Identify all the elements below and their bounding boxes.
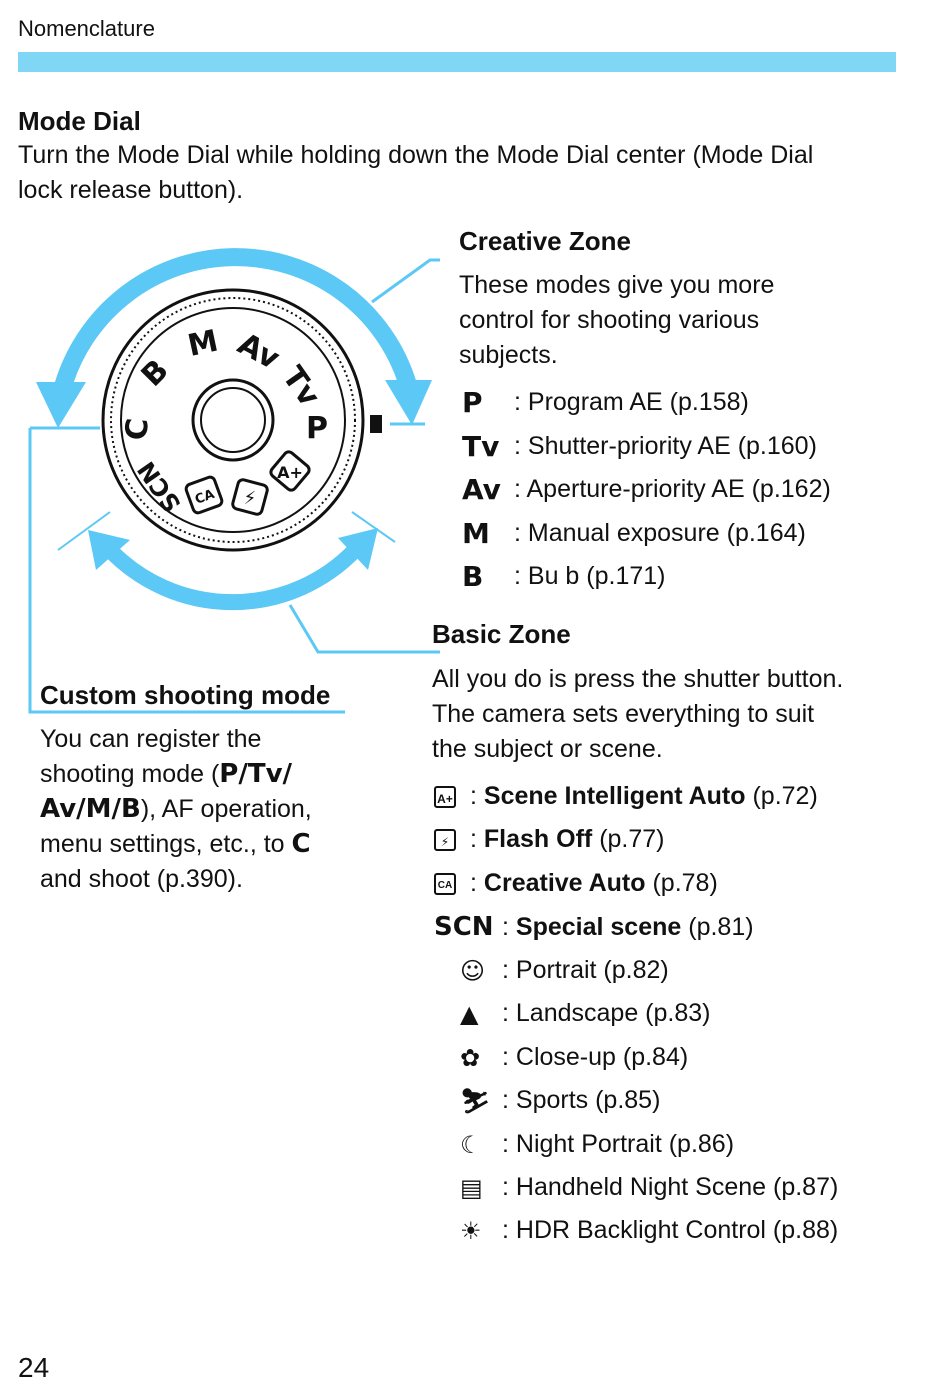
dial-basic-icons: CA ⚡ A+	[184, 450, 311, 516]
night-portrait-icon: ☾	[460, 1130, 482, 1159]
scn-icon: SCN	[434, 912, 494, 942]
creative-zone-arc	[53, 248, 417, 393]
custom-c-icon: C	[291, 829, 311, 859]
mode-tv-icon: Tv	[462, 430, 500, 463]
portrait-icon: ☺	[460, 956, 486, 985]
dial-flash-off-icon: ⚡	[244, 488, 257, 509]
basic-item-creative-auto: CA : Creative Auto (p.78)	[434, 869, 718, 898]
mode-m-icon: M	[462, 517, 490, 550]
dial-label-m: M	[185, 323, 221, 363]
basic-arrow-left	[88, 530, 130, 570]
basic-item-flash-off: ⚡ : Flash Off (p.77)	[434, 825, 665, 854]
intro-line-1: Turn the Mode Dial while holding down th…	[18, 141, 814, 169]
scene-landscape: ▲: Landscape (p.83)	[460, 999, 711, 1028]
dial-scene-auto-icon: A+	[277, 463, 303, 482]
creative-item-p: P : Program AE (p.158)	[462, 386, 749, 419]
scene-sports: ⛷: Sports (p.85)	[460, 1086, 661, 1115]
creative-arrow-left	[36, 382, 86, 428]
mode-av-icon: Av	[462, 473, 501, 506]
handheld-night-icon: ▤	[460, 1173, 483, 1202]
mode-b-icon: B	[462, 560, 484, 593]
dial-index-mark	[370, 415, 382, 433]
mode-p-icon: P	[462, 386, 483, 419]
custom-line-5: and shoot (p.390).	[40, 865, 243, 893]
basic-item-scene-auto: A+ : Scene Intelligent Auto (p.72)	[434, 782, 818, 811]
basic-desc-1: All you do is press the shutter button.	[432, 665, 844, 693]
scene-closeup: ✿: Close-up (p.84)	[460, 1043, 689, 1072]
section-header: Nomenclature	[18, 16, 155, 41]
creative-desc-1: These modes give you more	[459, 271, 775, 299]
page-number: 24	[18, 1352, 50, 1383]
creative-desc-2: control for shooting various	[459, 306, 760, 334]
creative-item-tv: Tv : Shutter-priority AE (p.160)	[462, 430, 817, 463]
scene-portrait: ☺: Portrait (p.82)	[460, 956, 669, 985]
creative-auto-icon: CA	[434, 872, 456, 895]
creative-item-b: B : Bu b (p.171)	[462, 560, 666, 593]
scene-hdr-backlight: ☀: HDR Backlight Control (p.88)	[460, 1216, 839, 1245]
basic-desc-3: the subject or scene.	[432, 735, 663, 763]
creative-item-m: M : Manual exposure (p.164)	[462, 517, 806, 550]
closeup-icon: ✿	[460, 1043, 481, 1072]
landscape-icon: ▲	[460, 999, 479, 1028]
mode-dial-diagram: M Av Tv P B C SCN CA ⚡ A+	[28, 248, 440, 714]
custom-mode-title: Custom shooting mode	[40, 680, 331, 710]
basic-leader	[288, 604, 440, 654]
creative-desc-3: subjects.	[459, 341, 558, 369]
custom-line-2: shooting mode (P/Tv/	[40, 757, 292, 792]
dial-label-c: C	[119, 417, 156, 442]
basic-arrow-right	[338, 528, 378, 570]
dial-label-p: P	[306, 411, 328, 446]
creative-item-av: Av : Aperture-priority AE (p.162)	[462, 473, 831, 506]
mode-dial-title: Mode Dial	[18, 106, 141, 136]
sports-icon: ⛷	[460, 1086, 491, 1115]
custom-line-4: menu settings, etc., to C	[40, 827, 311, 862]
custom-modes-icons-1: P/Tv/	[219, 759, 293, 789]
basic-zone-arc	[104, 544, 361, 611]
scene-night-portrait: ☾: Night Portrait (p.86)	[460, 1130, 735, 1159]
basic-item-special-scene: SCN : Special scene (p.81)	[434, 912, 754, 942]
custom-modes-icons-2: Av/M/B	[40, 794, 141, 824]
flash-off-icon: ⚡	[434, 828, 456, 851]
dial-lock-button	[191, 378, 275, 462]
creative-zone-title: Creative Zone	[459, 226, 631, 256]
header-band	[18, 52, 896, 72]
creative-arrow-right	[385, 380, 432, 425]
hdr-backlight-icon: ☀	[460, 1216, 482, 1245]
custom-leader	[28, 428, 345, 714]
dial-label-ca: CA	[193, 487, 217, 508]
scene-intelligent-auto-icon: A+	[434, 785, 456, 808]
creative-leader	[371, 258, 440, 304]
basic-zone-title: Basic Zone	[432, 619, 571, 649]
custom-line-1: You can register the	[40, 725, 262, 753]
scene-handheld-night: ▤: Handheld Night Scene (p.87)	[460, 1173, 839, 1202]
intro-line-2: lock release button).	[18, 176, 244, 204]
custom-line-3: Av/M/B), AF operation,	[40, 792, 312, 827]
basic-desc-2: The camera sets everything to suit	[432, 700, 815, 728]
